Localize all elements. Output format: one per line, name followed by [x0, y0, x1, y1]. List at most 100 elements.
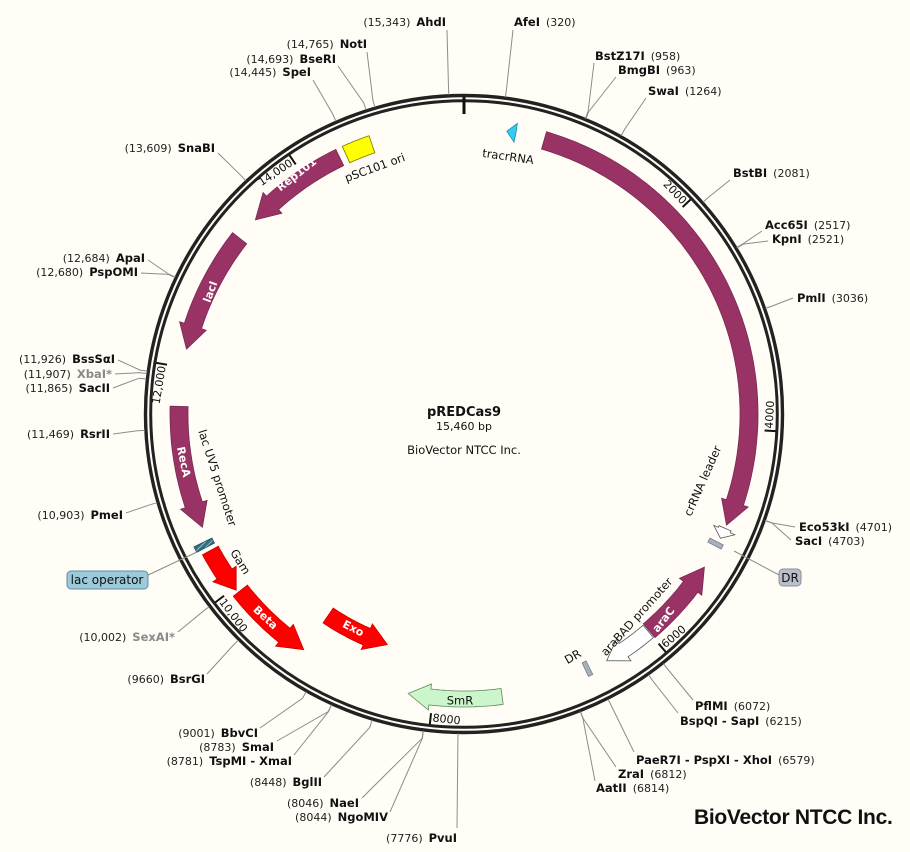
site-label-afei[interactable]: AfeI(320) [514, 15, 576, 29]
site-label-swai[interactable]: SwaI(1264) [648, 84, 722, 98]
callout-dr[interactable]: DR [733, 550, 802, 587]
site-position: (13,609) [125, 142, 172, 155]
site-position: (12,684) [63, 252, 110, 265]
site-name: AatII [596, 781, 627, 795]
site-label-eco53ki[interactable]: Eco53kI(4701) [799, 520, 892, 534]
site-label-paer7i-pspxi-xhoi[interactable]: PaeR7I - PspXI - XhoI(6579) [636, 753, 815, 767]
feature-reca[interactable] [169, 405, 208, 528]
feature-psc101-ori[interactable] [341, 135, 376, 164]
site-label-pmei[interactable]: (10,903)PmeI [37, 508, 123, 522]
feature-tracrrna[interactable] [506, 122, 518, 144]
site-position: (14,445) [229, 66, 276, 79]
features [169, 122, 759, 711]
site-label-pmli[interactable]: PmlI(3036) [797, 291, 868, 305]
site-label-noti[interactable]: (14,765) NotI [287, 37, 367, 51]
site-line-pmei [125, 502, 158, 514]
site-line-spei [312, 79, 337, 122]
backbone-outer-strand [143, 93, 785, 735]
tick-label: 4000 [763, 400, 777, 429]
site-position: (6215) [765, 715, 802, 728]
feature-beta[interactable] [232, 584, 305, 651]
site-label-snabi[interactable]: (13,609)SnaBI [125, 141, 215, 155]
map-center-info: pREDCas9 15,460 bp BioVector NTCC Inc. [407, 405, 521, 457]
feature-crrna-leader[interactable] [712, 524, 737, 539]
site-line-bsss-i [117, 359, 148, 372]
callout-lac-operator[interactable]: lac operator [66, 551, 198, 590]
site-label-bmgbi[interactable]: BmgBI(963) [618, 63, 696, 77]
site-position: (14,693) [246, 53, 293, 66]
site-name: SacII [79, 381, 110, 395]
site-label-bseri[interactable]: (14,693)BseRI [246, 52, 336, 66]
site-name: PmeI [91, 508, 124, 522]
feature-gam[interactable] [201, 545, 237, 591]
site-label-sexai[interactable]: (10,002)SexAI* [79, 630, 175, 644]
site-name: XbaI* [77, 367, 112, 381]
site-line-xbai [114, 372, 148, 375]
site-name: NotI [340, 37, 367, 51]
feature-rep101[interactable] [254, 148, 345, 221]
site-position: (6072) [734, 700, 771, 713]
site-label-ngomiv[interactable]: (8044)NgoMIV [295, 810, 388, 824]
site-label-pflmi[interactable]: PflMI(6072) [695, 699, 770, 713]
feature-arabad-promoter[interactable] [606, 624, 654, 662]
backbone-ring [143, 93, 785, 735]
site-label-bstbi[interactable]: BstBI(2081) [733, 166, 810, 180]
site-label-bsss-i[interactable]: (11,926)BssSαI [19, 352, 115, 366]
company-name: BioVector NTCC Inc. [407, 443, 521, 457]
feature-arac[interactable] [642, 566, 705, 639]
site-line-pspomi [140, 272, 176, 279]
site-line-ngomiv [389, 730, 424, 813]
feature-cas9[interactable] [541, 131, 759, 526]
feature-lac-operator[interactable] [193, 537, 215, 553]
site-label-bglii[interactable]: (8448)BglII [250, 775, 322, 789]
site-line-bmgbi [585, 76, 617, 119]
site-label-xbai[interactable]: (11,907)XbaI* [24, 367, 112, 381]
site-position: (8044) [295, 811, 332, 824]
site-position: (15,343) [363, 16, 410, 29]
site-label-spei[interactable]: (14,445) SpeI [229, 65, 311, 79]
site-label-tspmi-xmai[interactable]: (8781)TspMI - XmaI [167, 754, 292, 768]
feature-laci[interactable] [179, 232, 248, 350]
site-label-smai[interactable]: (8783)SmaI [199, 740, 274, 754]
site-label-acc65i[interactable]: Acc65I(2517) [765, 218, 850, 232]
feature-dr[interactable] [707, 537, 724, 550]
site-position: (11,469) [27, 428, 74, 441]
site-label-bspqi-sapi[interactable]: BspQI - SapI(6215) [680, 714, 802, 728]
plasmid-name: pREDCas9 [427, 405, 501, 420]
site-label-apai[interactable]: (12,684)ApaI [63, 251, 145, 265]
site-line-swai [620, 97, 647, 136]
site-line-bbvci [259, 691, 307, 729]
site-label-kpni[interactable]: KpnI(2521) [772, 232, 844, 246]
site-position: (8046) [287, 797, 324, 810]
site-name: SpeI [282, 65, 311, 79]
site-line-bstbi [702, 179, 731, 203]
site-label-zrai[interactable]: ZraI(6812) [618, 767, 687, 781]
site-name: BstBI [733, 166, 767, 180]
site-label-ahdi[interactable]: (15,343)AhdI [363, 15, 446, 29]
site-label-bsrgi[interactable]: (9660)BsrGI [127, 672, 205, 686]
site-position: (8448) [250, 776, 287, 789]
site-position: (2517) [814, 219, 851, 232]
feature-exo[interactable] [322, 607, 388, 651]
site-label-sacii[interactable]: (11,865) SacII [26, 381, 111, 395]
site-label-saci[interactable]: SacI(4703) [795, 534, 865, 548]
tick-label: 8000 [432, 711, 461, 727]
callout-lac-operator-box [66, 570, 149, 590]
site-position: (11,865) [26, 382, 73, 395]
site-position: (4703) [828, 535, 865, 548]
site-line-pmli [765, 297, 794, 309]
site-position: (14,765) [287, 38, 334, 51]
feature-dr[interactable] [581, 660, 594, 678]
feature-smr[interactable] [407, 683, 504, 711]
site-label-bbvci[interactable]: (9001)BbvCI [178, 726, 258, 740]
site-label-naei[interactable]: (8046)NaeI [287, 796, 359, 810]
site-label-aatii[interactable]: AatII(6814) [596, 781, 669, 795]
site-line-bseri [337, 65, 367, 111]
site-label-bstz17i[interactable]: BstZ17I(958) [595, 49, 680, 63]
site-label-pspomi[interactable]: (12,680)PspOMI [36, 265, 138, 279]
site-name: BstZ17I [595, 49, 645, 63]
site-label-pvui[interactable]: (7776)PvuI [386, 831, 457, 845]
site-name: BssSαI [72, 352, 115, 366]
site-label-rsrii[interactable]: (11,469)RsrII [27, 427, 110, 441]
